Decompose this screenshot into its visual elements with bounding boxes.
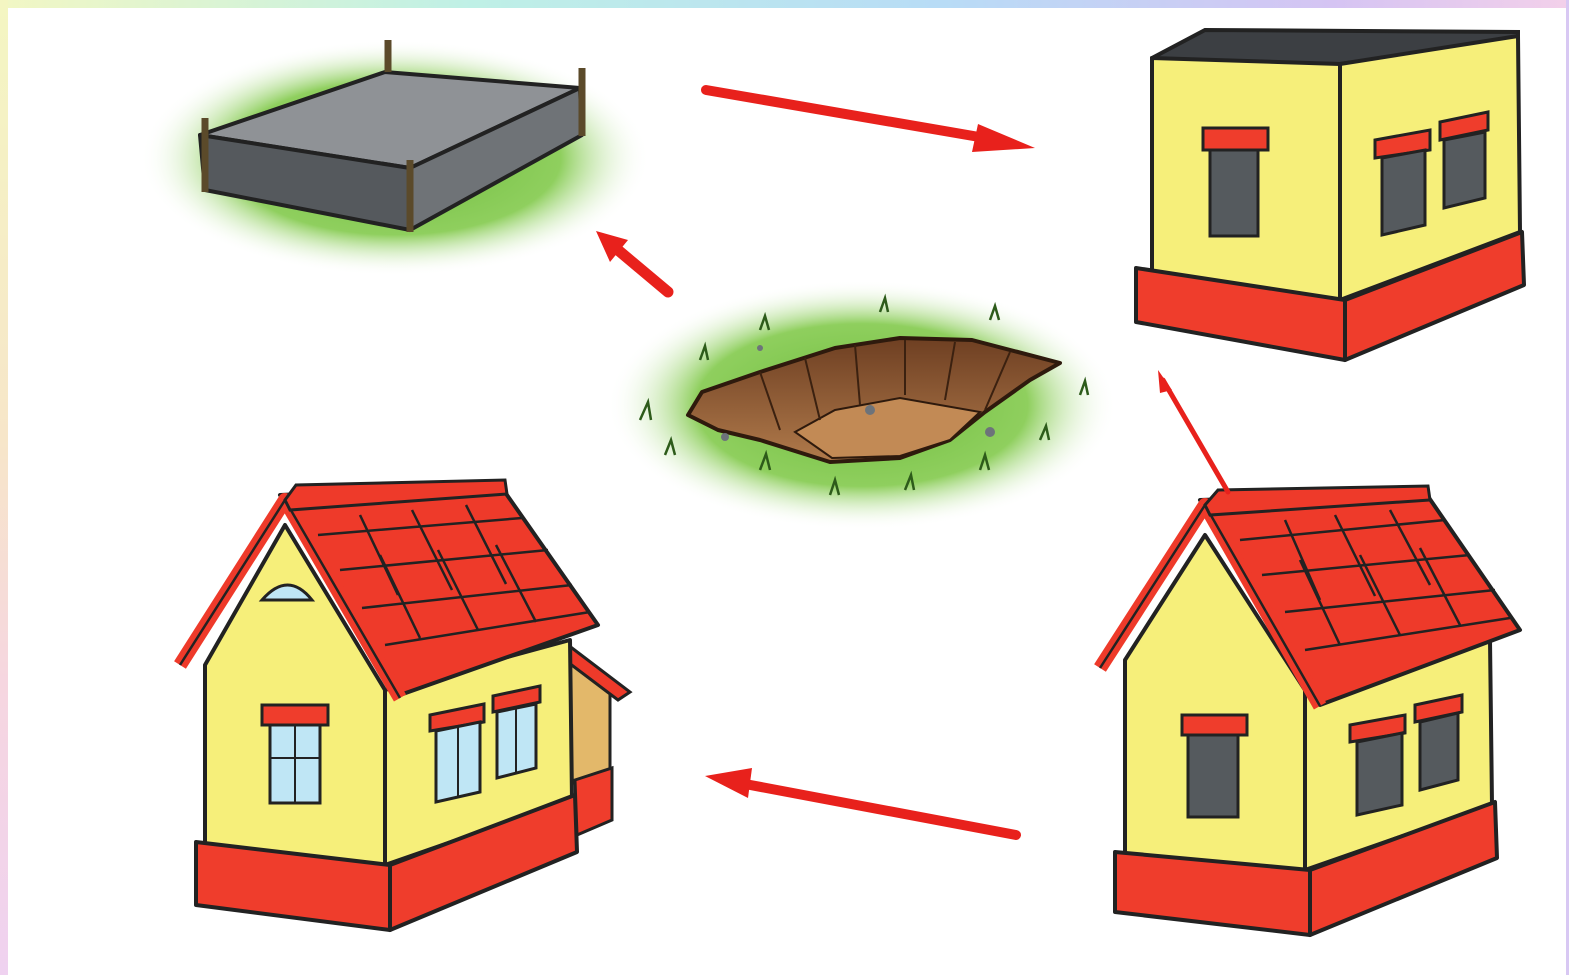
stage-pit <box>607 280 1117 530</box>
house-walls-icon <box>1136 30 1524 360</box>
stage-finished <box>180 480 630 930</box>
stage-walls <box>1136 30 1524 360</box>
arrow-roof-to-finished <box>705 768 1016 835</box>
arrow-walls-to-roof <box>1158 370 1228 492</box>
finished-house-icon <box>180 480 630 930</box>
arrow-pit-to-foundation <box>596 231 668 292</box>
stage-foundation <box>140 40 650 276</box>
stage-roof <box>1100 486 1520 935</box>
house-with-roof-icon <box>1100 486 1520 935</box>
arrow-foundation-to-walls <box>706 90 1035 152</box>
